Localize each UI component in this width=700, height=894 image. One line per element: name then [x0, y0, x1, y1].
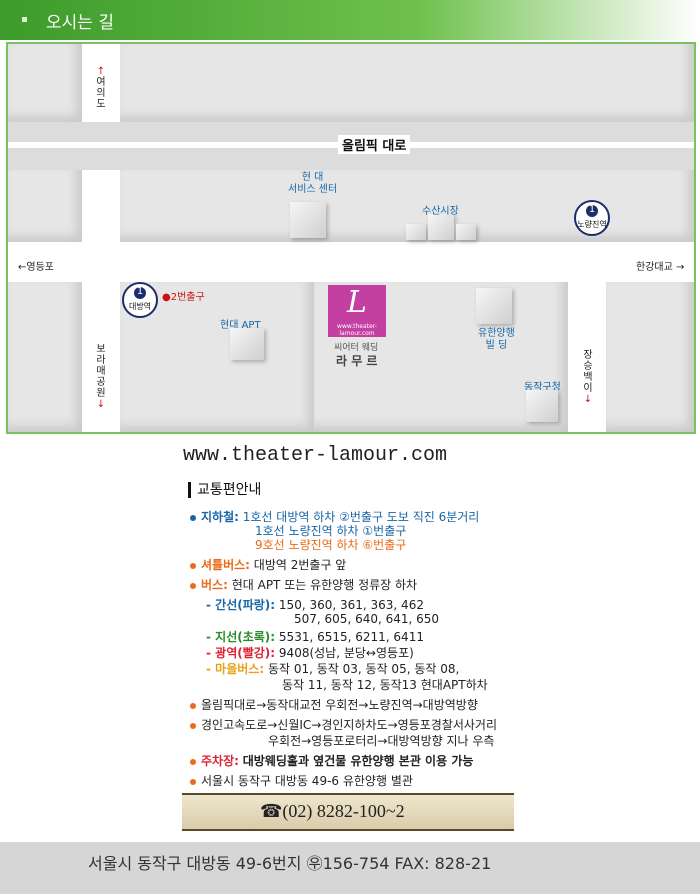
boramae-label: 보라매공원↓	[96, 344, 106, 410]
header-bullet	[22, 17, 27, 22]
daebang-station: 1 대방역	[122, 282, 158, 318]
bus-text: 현대 APT 또는 유한양행 정류장 하차	[231, 578, 418, 592]
logo-letter: L	[347, 285, 367, 320]
map-block	[8, 44, 82, 122]
hyundai-apt-label: 현대 APT	[220, 320, 261, 331]
susan-market-building-1	[406, 224, 426, 240]
phone-number[interactable]: ☎(02) 8282-100~2	[260, 801, 405, 821]
susan-market-label: 수산시장	[422, 206, 459, 217]
route-1: 올림픽대로→동작대교전 우회전→노량진역→대방역방향	[201, 698, 478, 712]
bullet	[190, 514, 196, 521]
subway-2: 1호선 노량진역 하차 ①번출구	[255, 524, 407, 538]
exit-2-label: ●2번출구	[162, 292, 205, 303]
village-1: 동작 01, 동작 03, 동작 05, 동작 08,	[267, 662, 460, 676]
station-name: 노량진역	[577, 220, 607, 229]
bus-label: 버스:	[201, 578, 228, 592]
shuttle-row: 셔틀버스: 대방역 2번출구 앞	[190, 556, 346, 573]
line-1-badge	[586, 205, 598, 217]
road-vertical-left	[82, 44, 120, 432]
village-label: - 마을버스:	[206, 662, 265, 676]
parking-row: 주차장: 대방웨딩홀과 옆건물 유한양행 본관 이용 가능	[190, 752, 473, 769]
bullet	[190, 778, 196, 785]
yeongdeungpo-label: ←영등포	[18, 262, 54, 273]
hyundai-service-center-label: 현 대 서비스 센터	[288, 172, 338, 195]
website-url[interactable]: www.theater-lamour.com	[183, 444, 448, 467]
route-1-row: 올림픽대로→동작대교전 우회전→노량진역→대방역방향	[190, 696, 478, 713]
yuhan-building	[476, 288, 512, 324]
address-text: 서울시 동작구 대방동 49-6 유한양행 별관	[201, 774, 413, 788]
wide-row: - 광역(빨강): 9408(성남, 분당↔영등포)	[206, 644, 414, 661]
boramae-text: 보라매공원	[96, 344, 106, 399]
bus-row: 버스: 현대 APT 또는 유한양행 정류장 하차	[190, 576, 417, 593]
branch-row: - 지선(초록): 5531, 6515, 6211, 6411	[206, 628, 424, 645]
susan-market-building-2	[428, 214, 454, 240]
station-name: 대방역	[128, 302, 152, 311]
page-header: 오시는 길	[0, 0, 700, 40]
susan-market-building-3	[456, 224, 476, 240]
line-number: 1	[588, 204, 596, 215]
subway-row: 지하철: 1호선 대방역 하차 ②번출구 도보 직진 6분거리	[190, 508, 479, 525]
transport-section-title: 교통편안내	[188, 482, 261, 498]
subway-1: 1호선 대방역 하차 ②번출구 도보 직진 6분거리	[242, 510, 480, 524]
line-1-badge	[134, 287, 146, 299]
subway-label: 지하철:	[201, 510, 239, 524]
branch-text: 5531, 6515, 6211, 6411	[278, 630, 424, 644]
subway-3: 9호선 노량진역 하차 ⑥번출구	[255, 538, 407, 552]
olympic-road-label: 올림픽 대로	[338, 135, 411, 154]
wide-text: 9408(성남, 분당↔영등포)	[278, 646, 414, 660]
parking-label: 주차장:	[201, 754, 239, 768]
shuttle-label: 셔틀버스:	[201, 558, 250, 572]
bullet	[190, 582, 196, 589]
jangseungbaegi-text: 장승백이	[583, 350, 593, 394]
noryangjin-station: 1 노량진역	[574, 200, 610, 236]
bullet	[190, 562, 196, 569]
trunk-row: - 간선(파랑): 150, 360, 361, 363, 462	[206, 596, 424, 613]
logo-url: www.theater-lamour.com	[337, 323, 377, 337]
phone-bar: ☎(02) 8282-100~2	[182, 793, 514, 831]
line-number: 1	[136, 286, 144, 297]
route-2-row: 경인고속도로→신월IC→경인지하차도→영등포경찰서사거리	[190, 716, 497, 733]
trunk-1: 150, 360, 361, 363, 462	[278, 598, 424, 612]
parking-text: 대방웨딩홀과 옆건물 유한양행 본관 이용 가능	[242, 754, 474, 768]
footer-address: 서울시 동작구 대방동 49-6번지 ㉾156-754 FAX: 828-21	[88, 854, 492, 873]
map-block	[8, 282, 82, 432]
bullet	[190, 702, 196, 709]
road-horizontal-lower	[8, 242, 694, 282]
page-title: 오시는 길	[46, 13, 114, 33]
hangang-bridge-label: 한강대교 →	[636, 262, 685, 273]
bullet	[190, 722, 196, 729]
dongjak-office-building	[526, 390, 558, 422]
map-block	[8, 170, 82, 242]
yeouido-label: ↑여의도	[96, 66, 106, 110]
trunk-label: - 간선(파랑):	[206, 598, 276, 612]
shuttle-text: 대방역 2번출구 앞	[253, 558, 347, 572]
branch-label: - 지선(초록):	[206, 630, 276, 644]
hyundai-apt-building	[230, 328, 264, 360]
road-vertical-right	[568, 282, 606, 432]
yuhan-label: 유한양행 빌 딩	[478, 328, 515, 351]
bullet	[190, 758, 196, 765]
jangseungbaegi-label: 장승백이↓	[583, 350, 593, 405]
page-footer: 서울시 동작구 대방동 49-6번지 ㉾156-754 FAX: 828-21	[0, 842, 700, 894]
yeouido-text: 여의도	[96, 77, 106, 110]
village-2: 동작 11, 동작 12, 동작13 현대APT하차	[282, 678, 488, 692]
map-block	[606, 282, 694, 432]
hyundai-service-center-building	[290, 202, 326, 238]
address-row: 서울시 동작구 대방동 49-6 유한양행 별관	[190, 772, 413, 789]
theater-lamour-logo: L www.theater-lamour.com	[328, 285, 386, 337]
map-block	[120, 44, 694, 122]
theater-name-label: 라 무 르	[336, 354, 378, 368]
route-2: 경인고속도로→신월IC→경인지하차도→영등포경찰서사거리	[201, 718, 498, 732]
route-3: 우회전→영등포로터리→대방역방향 지나 우측	[268, 734, 495, 748]
village-row: - 마을버스: 동작 01, 동작 03, 동작 05, 동작 08,	[206, 660, 459, 677]
wide-label: - 광역(빨강):	[206, 646, 276, 660]
theater-sub-label: 씨어터 웨딩	[334, 343, 379, 353]
trunk-2: 507, 605, 640, 641, 650	[294, 612, 440, 626]
location-map: 올림픽 대로 ↑여의도 보라매공원↓ 장승백이↓ ←영등포 한강대교 → 현 대…	[6, 42, 696, 434]
dongjak-office-label: 동작구청	[524, 382, 561, 393]
